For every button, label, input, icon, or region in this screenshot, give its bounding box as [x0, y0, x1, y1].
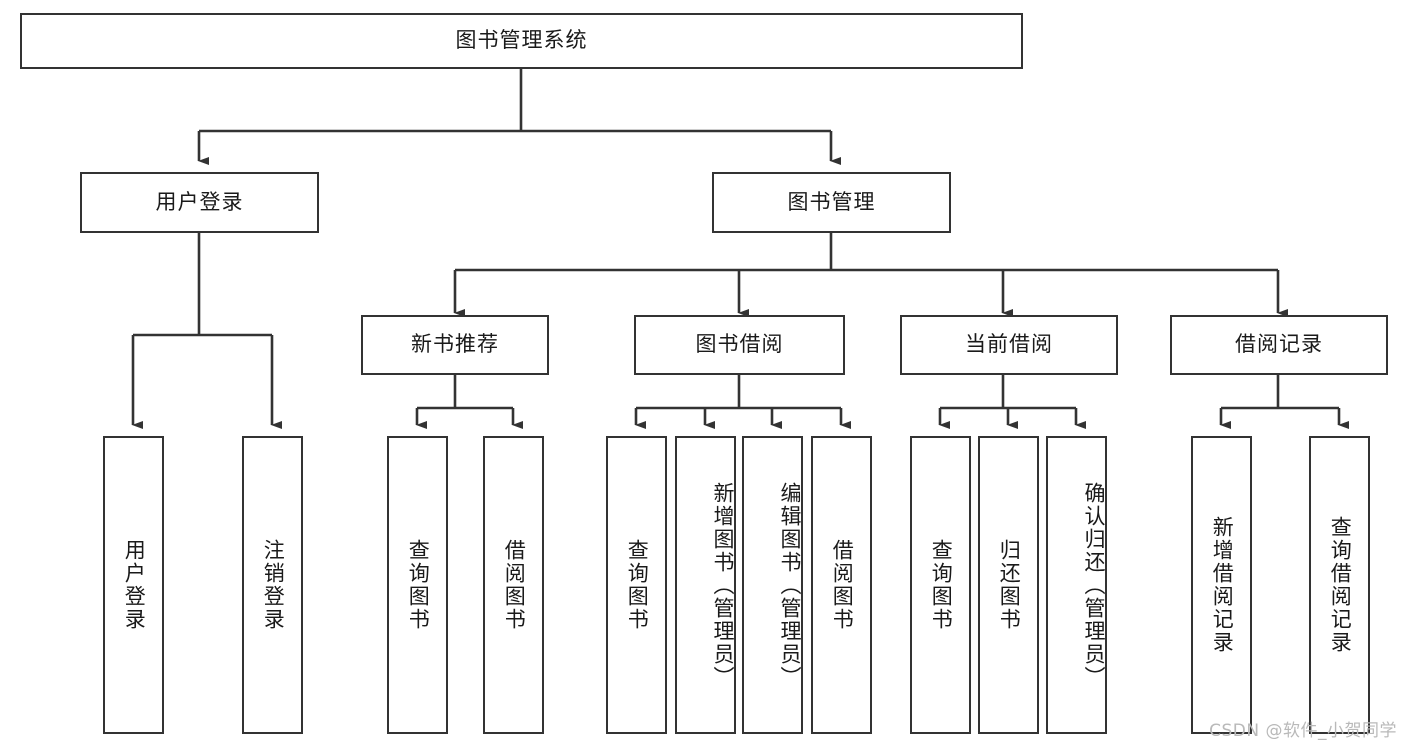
node-label: 图书管理 [787, 189, 876, 214]
node-label: 用户登录 [155, 189, 244, 214]
node-label: 查询图书 [625, 539, 650, 631]
leaf-new-book-query-book[interactable]: 查询图书 [387, 436, 448, 734]
leaf-book-borrow-edit-book-admin[interactable]: 编辑图书（管理员） [742, 436, 803, 734]
node-label: 当前借阅 [965, 332, 1053, 357]
node-label: 图书借阅 [695, 332, 784, 357]
node-label: 查询借阅记录 [1328, 516, 1353, 654]
node-user-login[interactable]: 用户登录 [80, 172, 319, 233]
node-label: 确认归还（管理员） [1082, 481, 1106, 689]
node-label: 查询图书 [929, 539, 954, 631]
node-label: 新增借阅记录 [1210, 516, 1235, 654]
leaf-user-login-login[interactable]: 用户登录 [103, 436, 164, 734]
node-label: 借阅图书 [830, 539, 855, 631]
leaf-current-borrow-return-book[interactable]: 归还图书 [978, 436, 1039, 734]
leaf-borrow-record-add-record[interactable]: 新增借阅记录 [1191, 436, 1252, 734]
node-root-book-management-system[interactable]: 图书管理系统 [20, 13, 1023, 69]
node-label: 新书推荐 [411, 332, 499, 357]
node-label: 归还图书 [997, 539, 1022, 631]
leaf-borrow-record-query-record[interactable]: 查询借阅记录 [1309, 436, 1370, 734]
leaf-new-book-borrow-book[interactable]: 借阅图书 [483, 436, 544, 734]
node-label: 借阅记录 [1235, 332, 1323, 357]
csdn-watermark: CSDN @软件_小贺同学 [1209, 721, 1397, 741]
node-label: 图书管理系统 [455, 28, 588, 53]
node-new-book-recommend[interactable]: 新书推荐 [361, 315, 549, 375]
leaf-current-borrow-query-book[interactable]: 查询图书 [910, 436, 971, 734]
leaf-book-borrow-query-book[interactable]: 查询图书 [606, 436, 667, 734]
node-label: 查询图书 [406, 539, 431, 631]
node-label: 新增图书（管理员） [711, 481, 735, 689]
node-label: 编辑图书（管理员） [778, 481, 802, 689]
node-book-borrow[interactable]: 图书借阅 [634, 315, 845, 375]
leaf-user-login-logout[interactable]: 注销登录 [242, 436, 303, 734]
leaf-book-borrow-add-book-admin[interactable]: 新增图书（管理员） [675, 436, 736, 734]
node-label: 注销登录 [261, 539, 286, 631]
node-book-management[interactable]: 图书管理 [712, 172, 951, 233]
node-borrow-record[interactable]: 借阅记录 [1170, 315, 1388, 375]
node-current-borrow[interactable]: 当前借阅 [900, 315, 1118, 375]
node-label: 用户登录 [122, 539, 147, 631]
leaf-current-borrow-confirm-return-admin[interactable]: 确认归还（管理员） [1046, 436, 1107, 734]
node-label: 借阅图书 [502, 539, 527, 631]
leaf-book-borrow-borrow-book[interactable]: 借阅图书 [811, 436, 872, 734]
